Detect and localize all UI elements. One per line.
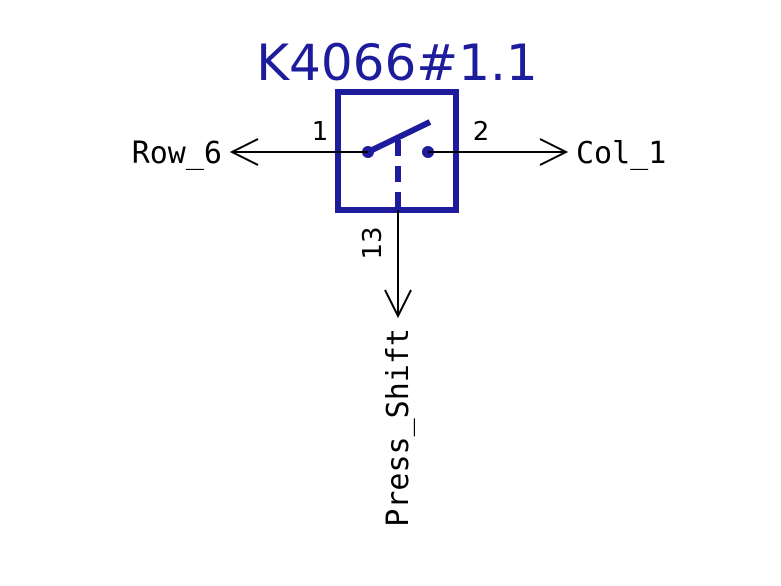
arrow-down-icon	[384, 289, 412, 319]
net-label-row6: Row_6	[132, 136, 222, 171]
switch-lever	[366, 119, 432, 155]
pin-number-1: 1	[312, 117, 329, 147]
net-label-col1: Col_1	[576, 136, 666, 171]
pin-number-2: 2	[473, 117, 490, 147]
net-label-press-shift: Press_Shift	[381, 328, 416, 527]
arrow-right-icon	[539, 138, 569, 166]
component-reference: K4066#1.1	[256, 34, 537, 92]
pin-number-13: 13	[358, 226, 388, 259]
arrow-left-icon	[229, 138, 259, 166]
